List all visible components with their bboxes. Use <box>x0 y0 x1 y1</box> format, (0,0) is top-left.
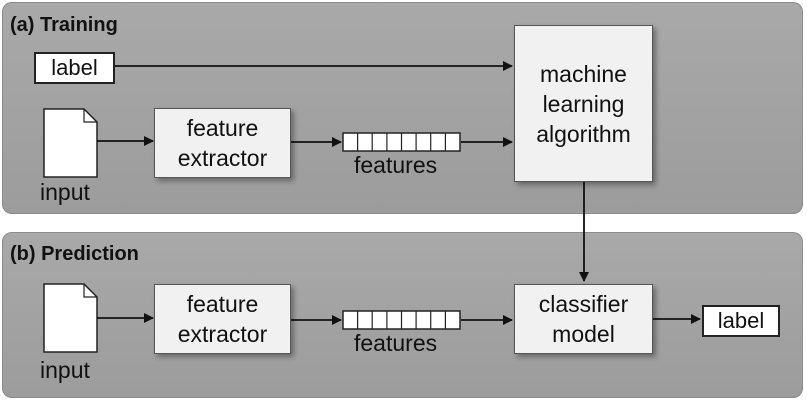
prediction-title: (b) Prediction <box>10 243 139 265</box>
prediction-feature-vector <box>342 310 461 330</box>
prediction-label-box: label <box>702 305 780 337</box>
training-feature-vector <box>342 132 461 152</box>
training-label-box: label <box>34 52 115 84</box>
machine-learning-algorithm-box: machine learning algorithm <box>514 25 653 182</box>
prediction-feature-extractor-box: feature extractor <box>154 284 291 354</box>
training-input-caption: input <box>40 179 90 205</box>
classifier-model-box: classifier model <box>514 284 653 354</box>
training-input-document-icon <box>43 108 98 178</box>
prediction-input-caption: input <box>40 357 90 383</box>
training-features-caption: features <box>354 152 438 178</box>
prediction-features-caption: features <box>354 330 438 356</box>
prediction-input-document-icon <box>43 283 98 353</box>
training-panel <box>2 2 803 214</box>
training-feature-extractor-box: feature extractor <box>154 108 291 178</box>
training-title: (a) Training <box>10 14 118 36</box>
